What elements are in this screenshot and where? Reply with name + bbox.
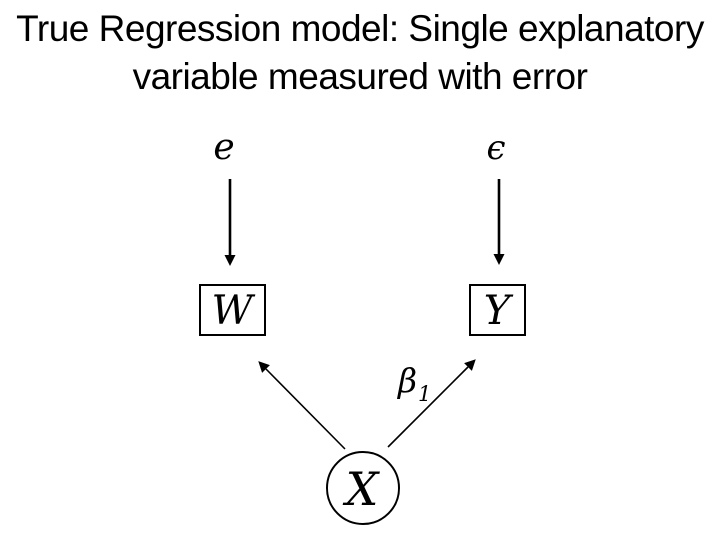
title-line-2: variable measured with error <box>132 56 588 97</box>
x-circle <box>326 451 400 525</box>
beta-subscript: 1 <box>418 382 431 406</box>
title-line-1: True Regression model: Single explanator… <box>16 8 704 49</box>
arrow-x-to-w <box>258 361 346 450</box>
error-w-label: e <box>213 127 234 168</box>
y-box <box>469 284 526 336</box>
slide-title: True Regression model: Single explanator… <box>0 5 720 101</box>
arrow-x-to-y <box>387 359 476 448</box>
w-box <box>199 284 266 336</box>
x-label: X <box>343 462 381 516</box>
y-label: Y <box>484 288 514 334</box>
w-label: W <box>211 288 255 334</box>
beta-label: β <box>396 361 417 400</box>
error-y-label: ϵ <box>486 128 505 168</box>
